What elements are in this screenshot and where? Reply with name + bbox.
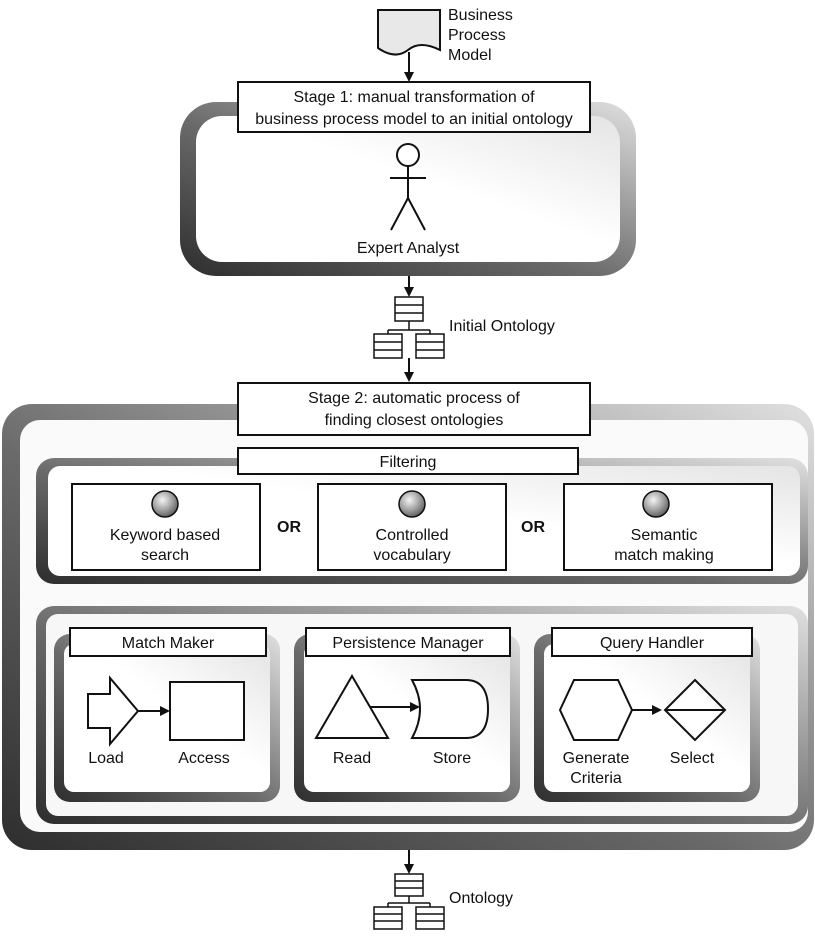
store-data-icon <box>410 679 490 739</box>
persistence-manager-title-box <box>305 627 511 657</box>
controlled-vocabulary-ball-icon <box>398 490 426 518</box>
load-arrow-icon <box>87 675 140 747</box>
match-maker-title: Match Maker <box>122 635 215 652</box>
match-maker-title-box <box>69 627 267 657</box>
expert-analyst-label: Expert Analyst <box>357 240 460 257</box>
keyword-search-line-1: Keyword based <box>110 527 220 544</box>
stage2-title-line-2: finding closest ontologies <box>325 412 504 429</box>
persistence-manager-title: Persistence Manager <box>332 635 484 652</box>
output-ontology-label: Ontology <box>449 890 513 907</box>
controlled-vocabulary-line-2: vocabulary <box>373 547 450 564</box>
stage2-title-box <box>237 382 591 436</box>
filter-option-keyword <box>71 483 261 571</box>
semantic-match-line-1: Semantic <box>631 527 698 544</box>
or-connector-2: OR <box>521 519 545 536</box>
generate-criteria-hexagon-icon <box>558 679 634 741</box>
expert-analyst-actor-icon <box>390 143 426 231</box>
stage1-title-line-2: business process model to an initial ont… <box>255 111 573 128</box>
or-connector-1: OR <box>277 519 301 536</box>
select-decision-icon <box>663 678 727 742</box>
load-label: Load <box>88 750 124 767</box>
keyword-search-ball-icon <box>151 490 179 518</box>
stage2-title-line-1: Stage 2: automatic process of <box>308 390 520 407</box>
filter-option-controlled-vocabulary <box>317 483 507 571</box>
semantic-match-ball-icon <box>642 490 670 518</box>
generate-criteria-label-1: Generate <box>563 750 630 767</box>
filter-option-semantic <box>563 483 773 571</box>
filtering-title: Filtering <box>380 454 437 471</box>
controlled-vocabulary-line-1: Controlled <box>376 527 449 544</box>
stage1-title-line-1: Stage 1: manual transformation of <box>293 89 535 106</box>
query-handler-title: Query Handler <box>600 635 705 652</box>
select-label: Select <box>670 750 715 767</box>
filtering-title-box <box>237 447 579 475</box>
access-label: Access <box>178 750 230 767</box>
stage1-title-box <box>237 81 591 133</box>
business-process-model-label-2: Process <box>448 27 506 44</box>
business-process-model-document-icon <box>377 9 441 56</box>
business-process-model-label-3: Model <box>448 47 492 64</box>
keyword-search-line-2: search <box>141 547 189 564</box>
store-label: Store <box>433 750 471 767</box>
initial-ontology-label: Initial Ontology <box>449 318 555 335</box>
query-handler-title-box <box>551 627 753 657</box>
access-box-icon <box>169 681 245 741</box>
semantic-match-line-2: match making <box>614 547 714 564</box>
initial-ontology-icon <box>373 296 445 359</box>
business-process-model-label-1: Business <box>448 7 513 24</box>
read-label: Read <box>333 750 371 767</box>
generate-criteria-label-2: Criteria <box>570 770 622 787</box>
output-ontology-icon <box>373 873 445 930</box>
